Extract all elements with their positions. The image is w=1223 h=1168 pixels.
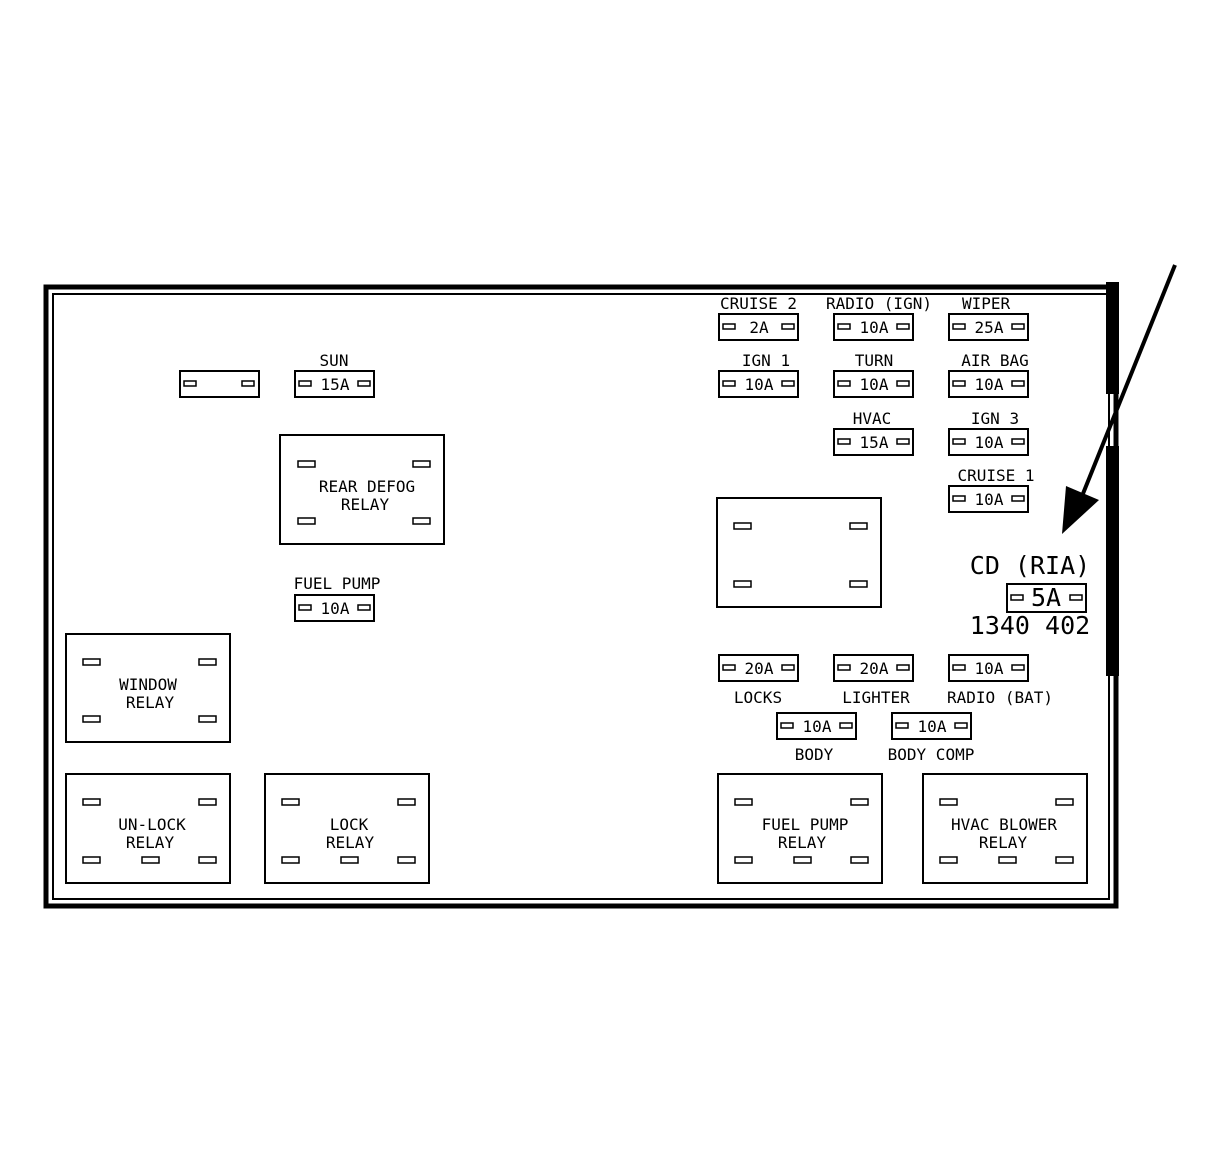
fuse-wiper: WIPER 25A	[948, 294, 1029, 341]
fuse-fuel-pump: FUEL PUMP 10A	[294, 574, 381, 622]
relay-un-lock: UN-LOCK RELAY	[65, 773, 231, 884]
panel-edge-bar-lower	[1106, 446, 1119, 676]
fuse-rating: 10A	[321, 599, 350, 618]
pointer-arrow	[1062, 264, 1177, 534]
fuse-label: AIR BAG	[961, 351, 1028, 370]
fuse-rating: 10A	[975, 433, 1004, 452]
figure-number: 1340 402	[970, 611, 1090, 640]
fuse-ign-3: IGN 3 10A	[948, 409, 1029, 456]
fuse-rating: 10A	[860, 318, 889, 337]
fuse-rating: 10A	[803, 717, 832, 736]
relay-label-line1: WINDOW	[119, 675, 177, 694]
fuse-label: WIPER	[962, 294, 1011, 313]
fuse-cruise-2: CRUISE 2 2A	[718, 294, 799, 341]
fuse-sun: SUN 15A	[294, 351, 375, 398]
fuse-rating: 10A	[860, 375, 889, 394]
fuse-rating: 10A	[918, 717, 947, 736]
fuse-rating: 25A	[975, 318, 1004, 337]
fuse-lighter: 20A LIGHTER	[833, 654, 914, 707]
relay-label-line1: HVAC BLOWER	[951, 815, 1057, 834]
fuse-cd-ria: CD (RIA) 5A	[970, 551, 1090, 613]
fuse-rating: 2A	[749, 318, 769, 337]
relay-label-line2: RELAY	[778, 833, 827, 852]
relay-label-line1: UN-LOCK	[118, 815, 186, 834]
fuse-label: BODY	[795, 745, 834, 764]
relay-unlabeled	[716, 497, 882, 608]
relay-label-line1: REAR DEFOG	[319, 477, 415, 496]
fuse-label: RADIO (IGN)	[826, 294, 932, 313]
relay-label-line2: RELAY	[126, 833, 175, 852]
fuse-label: SUN	[320, 351, 349, 370]
fuse-rating: 15A	[860, 433, 889, 452]
relay-lock: LOCK RELAY	[264, 773, 430, 884]
relay-label-line1: FUEL PUMP	[762, 815, 849, 834]
relay-window: WINDOW RELAY	[65, 633, 231, 743]
fuse-rating: 20A	[860, 659, 889, 678]
fuse-rating: 20A	[745, 659, 774, 678]
fuse-rating: 10A	[975, 490, 1004, 509]
relay-label-line1: LOCK	[330, 815, 369, 834]
fuse-label: IGN 1	[742, 351, 790, 370]
fuse-rating: 10A	[975, 375, 1004, 394]
fuse-label: CRUISE 1	[957, 466, 1034, 485]
fuse-ign-1: IGN 1 10A	[718, 351, 799, 398]
relay-rear-defog: REAR DEFOG RELAY	[279, 434, 445, 545]
fuse-label: BODY COMP	[888, 745, 975, 764]
panel-edge-bar-upper	[1106, 282, 1119, 394]
fuse-blank	[179, 370, 260, 398]
fuse-body: 10A BODY	[776, 712, 857, 764]
fuse-radio-bat: 10A RADIO (BAT)	[947, 654, 1053, 707]
fuse-rating: 10A	[745, 375, 774, 394]
fuse-label: TURN	[855, 351, 894, 370]
fuse-label: RADIO (BAT)	[947, 688, 1053, 707]
fuse-label: FUEL PUMP	[294, 574, 381, 593]
fuse-rating: 15A	[321, 375, 350, 394]
fuse-label: LOCKS	[734, 688, 782, 707]
fuse-cruise-1: CRUISE 1 10A	[948, 466, 1035, 513]
fuse-panel-inner-frame	[52, 293, 1110, 900]
relay-hvac-blower: HVAC BLOWER RELAY	[922, 773, 1088, 884]
relay-label-line2: RELAY	[341, 495, 390, 514]
fuse-radio-ign: RADIO (IGN) 10A	[826, 294, 932, 341]
fuse-locks: 20A LOCKS	[718, 654, 799, 707]
relay-fuel-pump: FUEL PUMP RELAY	[717, 773, 883, 884]
fuse-label: CRUISE 2	[720, 294, 797, 313]
fuse-label: HVAC	[853, 409, 892, 428]
relay-label-line2: RELAY	[979, 833, 1028, 852]
fuse-label: IGN 3	[971, 409, 1019, 428]
relay-label-line2: RELAY	[126, 693, 175, 712]
fuse-hvac: HVAC 15A	[833, 409, 914, 456]
fuse-rating: 5A	[1031, 583, 1061, 612]
fuse-air-bag: AIR BAG 10A	[948, 351, 1029, 398]
fuse-label: CD (RIA)	[970, 551, 1090, 580]
fuse-label: LIGHTER	[842, 688, 910, 707]
fuse-body-comp: 10A BODY COMP	[888, 712, 975, 764]
relay-label-line2: RELAY	[326, 833, 375, 852]
fuse-rating: 10A	[975, 659, 1004, 678]
fuse-panel-outer-frame	[43, 284, 1119, 909]
fuse-turn: TURN 10A	[833, 351, 914, 398]
